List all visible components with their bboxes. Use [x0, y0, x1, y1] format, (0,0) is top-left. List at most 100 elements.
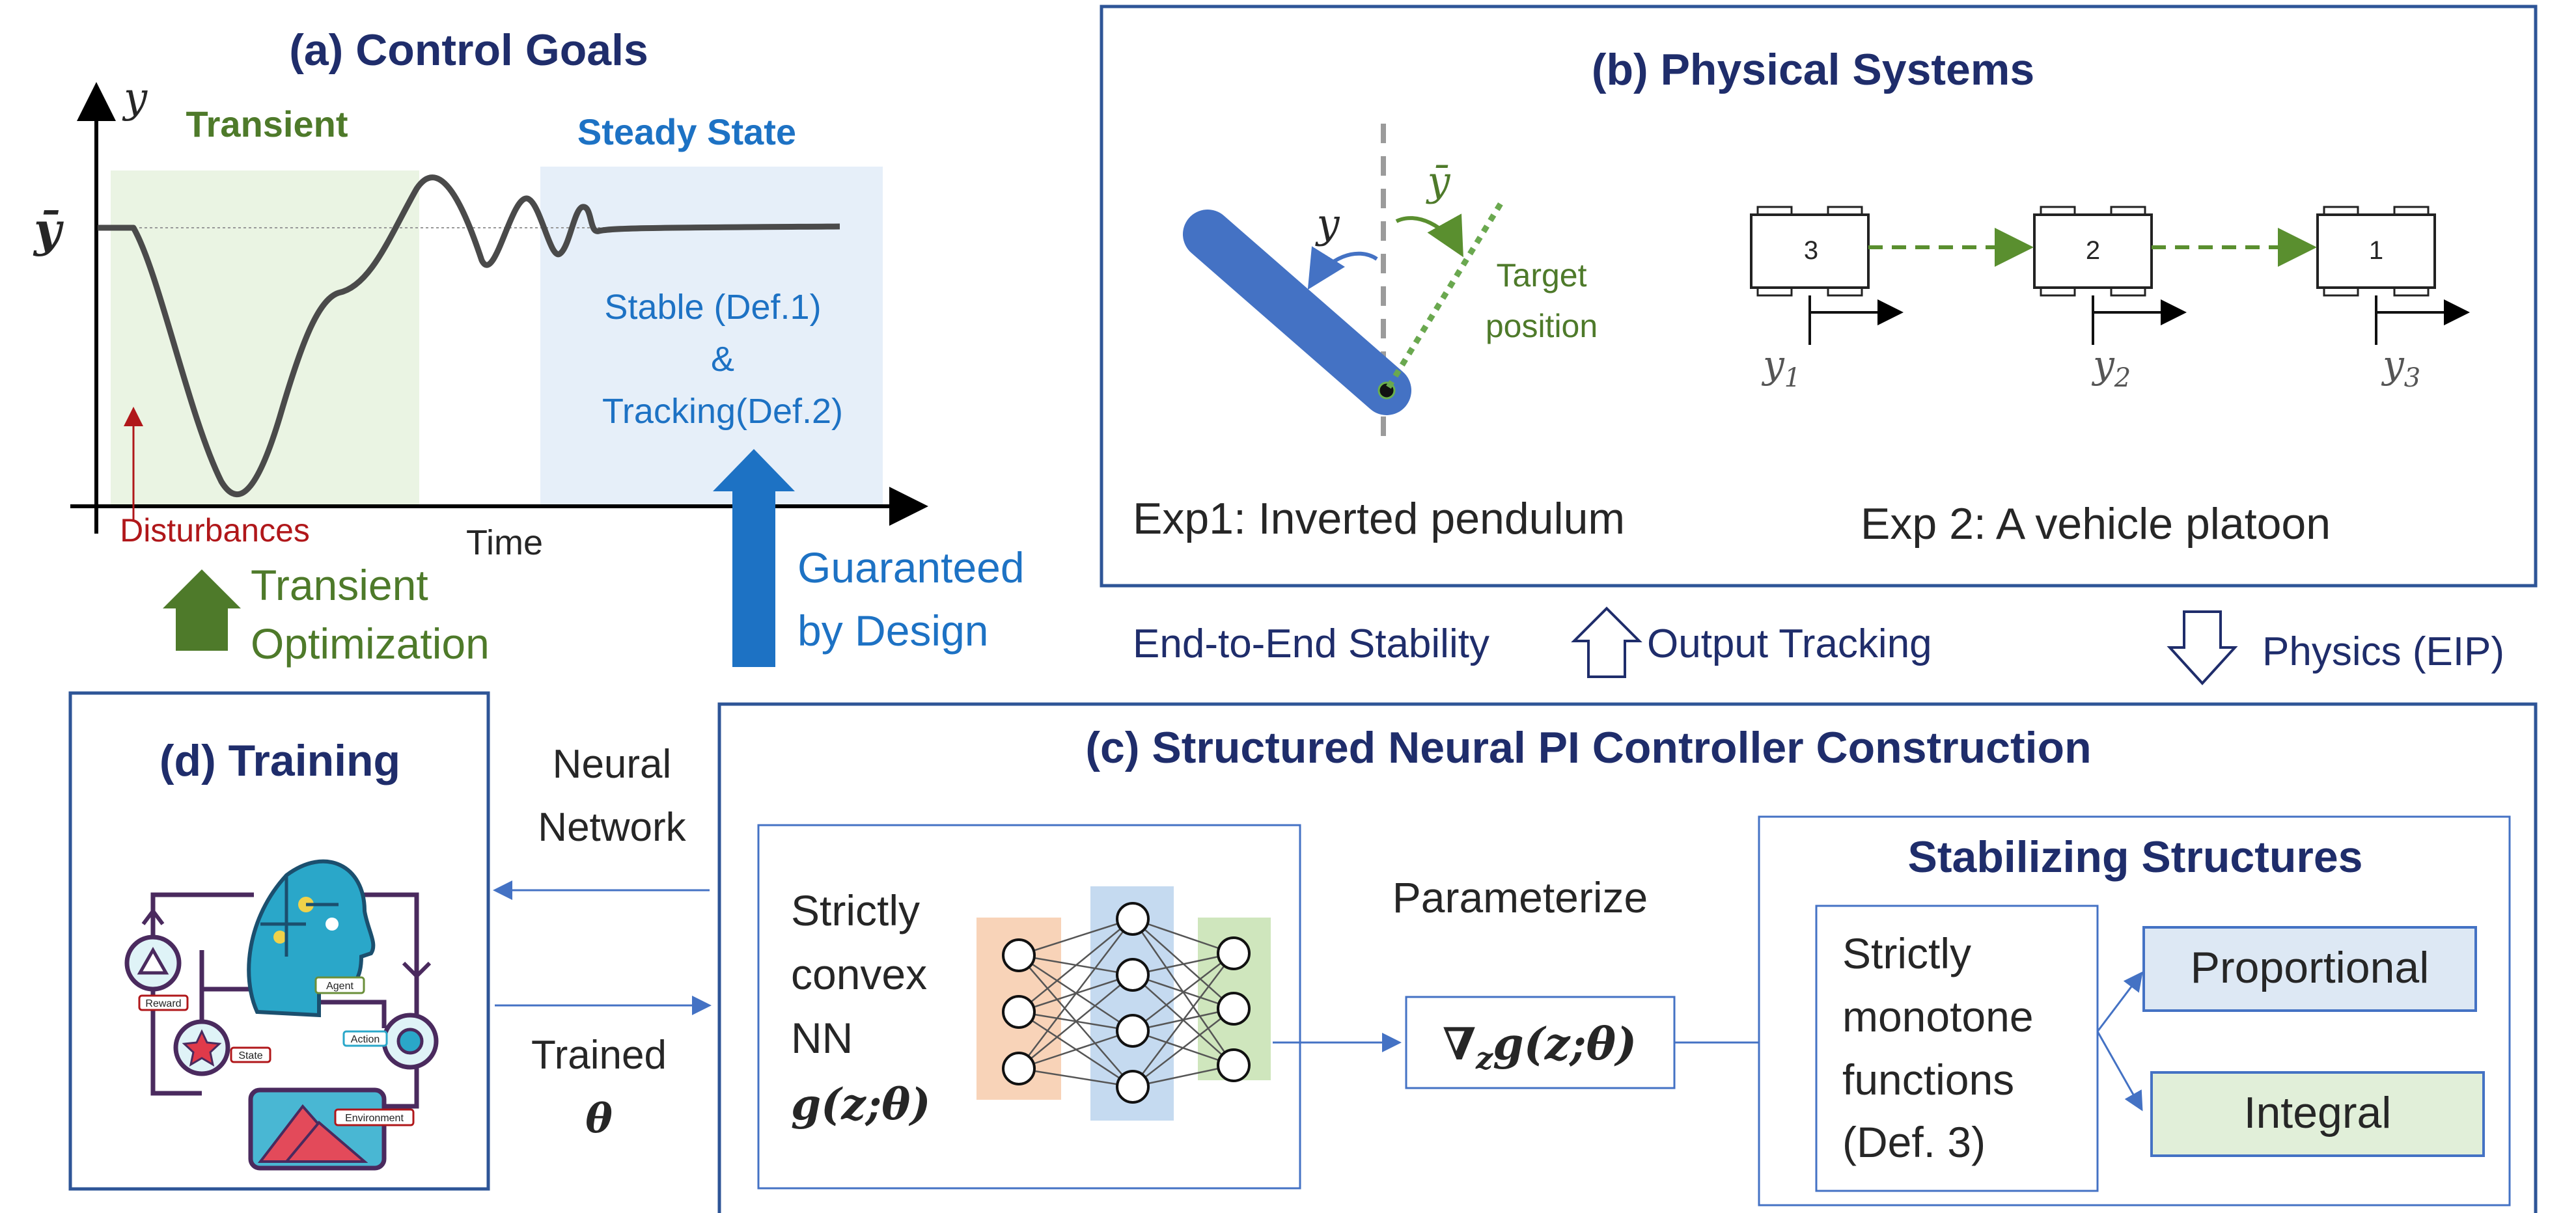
tracking-text: Tracking(Def.2) — [602, 392, 843, 431]
trained-label: Trained — [531, 1033, 667, 1078]
nn-node — [1116, 1070, 1150, 1104]
vehicle-3: 3 — [1750, 206, 1904, 345]
vehicle-3-number: 3 — [1804, 236, 1818, 265]
nn-edge — [1018, 974, 1133, 1069]
up-arrow-blue — [713, 449, 795, 667]
nn-node — [1116, 958, 1150, 992]
proportional-label: Proportional — [2191, 943, 2430, 992]
nn-node — [1217, 936, 1251, 970]
neural-network-diagram — [976, 886, 1271, 1121]
amp-text: & — [711, 340, 734, 379]
target-label-1: Target — [1497, 257, 1587, 293]
vehicle-2-number: 2 — [2086, 236, 2100, 265]
nn-edge — [1132, 1008, 1234, 1087]
neural-network-label-1: Neural — [553, 742, 672, 787]
gradient-box — [1405, 996, 1676, 1089]
rl-loop-illustration: Agent Reward State Action Environment — [124, 859, 439, 1171]
nn-node — [1116, 1014, 1150, 1048]
parameterize-label: Parameterize — [1392, 873, 1648, 921]
icon-reward-label: Reward — [145, 998, 181, 1009]
nn-function: g(z;θ) — [791, 1079, 930, 1130]
guaranteed-2: by Design — [797, 606, 989, 655]
nn-node — [1002, 938, 1036, 972]
integral-box — [2150, 1071, 2485, 1157]
stabilizing-title: Stabilizing Structures — [1908, 832, 2363, 882]
stable-text: Stable (Def.1) — [604, 288, 821, 327]
mono-text-4: (Def. 3) — [1842, 1118, 1986, 1166]
vehicle-y1: y1 — [1761, 342, 1801, 393]
panel-d-training: (d) Training Agent Reward State — [68, 691, 490, 1191]
target-label-2: position — [1486, 308, 1598, 344]
mono-text-3: functions — [1842, 1056, 2014, 1104]
transient-opt-2: Optimization — [251, 620, 490, 668]
nn-node — [1217, 992, 1251, 1026]
integral-label: Integral — [2244, 1088, 2392, 1138]
d-c-connectors: Neural Network Trained θ — [493, 742, 712, 1142]
nn-node — [1002, 1052, 1036, 1085]
transient-opt-1: Transient — [251, 561, 428, 609]
transient-label: Transient — [186, 103, 348, 144]
vehicle-y3: y3 — [2381, 342, 2420, 393]
up-hollow-arrow — [1571, 606, 1642, 678]
output-tracking-label: Output Tracking — [1647, 621, 1932, 666]
nn-text-2: convex — [791, 950, 927, 998]
panel-b-box — [1100, 5, 2538, 588]
panel-a-control-goals: (a) Control Goals Transient Steady State… — [33, 25, 1025, 668]
panel-b-physical-systems: (b) Physical Systems y ȳ Target position… — [1100, 5, 2538, 588]
nn-edge — [1132, 918, 1234, 955]
pendulum-y-label: y — [1314, 200, 1340, 247]
steady-state-label: Steady State — [577, 111, 796, 152]
physics-eip-label: Physics (EIP) — [2262, 629, 2504, 674]
nn-edge — [1018, 918, 1133, 1069]
target-line — [1386, 197, 1506, 389]
mono-text-1: Strictly — [1842, 929, 1971, 977]
panel-b-title: (b) Physical Systems — [1592, 45, 2034, 94]
nn-node — [1116, 902, 1150, 936]
exp1-label: Exp1: Inverted pendulum — [1133, 494, 1625, 543]
exp2-label: Exp 2: A vehicle platoon — [1861, 499, 2331, 549]
pendulum-rod — [1183, 210, 1411, 415]
mono-to-prop-arrow — [2096, 971, 2143, 1032]
steady-state-region — [540, 167, 883, 506]
vehicle-1-number: 1 — [2369, 236, 2383, 265]
nn-text-1: Strictly — [791, 886, 920, 934]
time-label: Time — [466, 523, 543, 562]
nn-node — [1217, 1048, 1251, 1082]
nn-edge — [1132, 953, 1234, 1031]
icon-environment-label: Environment — [345, 1113, 404, 1124]
y-axis-label: y — [122, 74, 148, 122]
vehicle-1: 1 — [2316, 206, 2470, 345]
nn-edge — [1132, 1064, 1234, 1088]
mono-text-2: monotone — [1842, 992, 2034, 1041]
down-hollow-arrow — [2167, 610, 2238, 685]
nn-node — [1002, 995, 1036, 1029]
monotone-box — [1815, 905, 2099, 1192]
trained-theta: θ — [585, 1095, 613, 1142]
response-curve — [98, 174, 840, 498]
icon-state-label: State — [238, 1050, 262, 1061]
panel-c-title: (c) Structured Neural PI Controller Cons… — [1085, 723, 2091, 772]
panel-c-controller-construction: (c) Structured Neural PI Controller Cons… — [717, 702, 2538, 1213]
nn-text-3: NN — [791, 1014, 853, 1062]
disturbances-label: Disturbances — [120, 512, 310, 549]
transient-region — [111, 170, 419, 506]
angle-ybar-arc — [1395, 213, 1463, 258]
mono-to-integral-arrow — [2096, 1031, 2143, 1111]
pendulum-ybar-label: ȳ — [1425, 157, 1450, 205]
angle-y-arc — [1307, 246, 1378, 290]
neural-network-label-2: Network — [538, 805, 686, 850]
panel-a-title: (a) Control Goals — [289, 25, 648, 75]
proportional-box — [2142, 926, 2477, 1012]
nn-edge — [1132, 952, 1234, 976]
gradient-expression: ∇zg(z;θ) — [1443, 1018, 1637, 1076]
icon-action-label: Action — [351, 1034, 380, 1045]
vehicle-y2: y2 — [2091, 342, 2131, 393]
nn-edge — [1018, 918, 1133, 957]
nn-edge — [1018, 918, 1133, 1013]
middle-connector-row: End-to-End Stability Output Tracking Phy… — [1133, 606, 2504, 685]
up-arrow-green — [163, 569, 241, 651]
vehicle-2: 2 — [2033, 206, 2187, 345]
ybar-label: ȳ — [33, 202, 64, 257]
guaranteed-1: Guaranteed — [797, 543, 1025, 592]
